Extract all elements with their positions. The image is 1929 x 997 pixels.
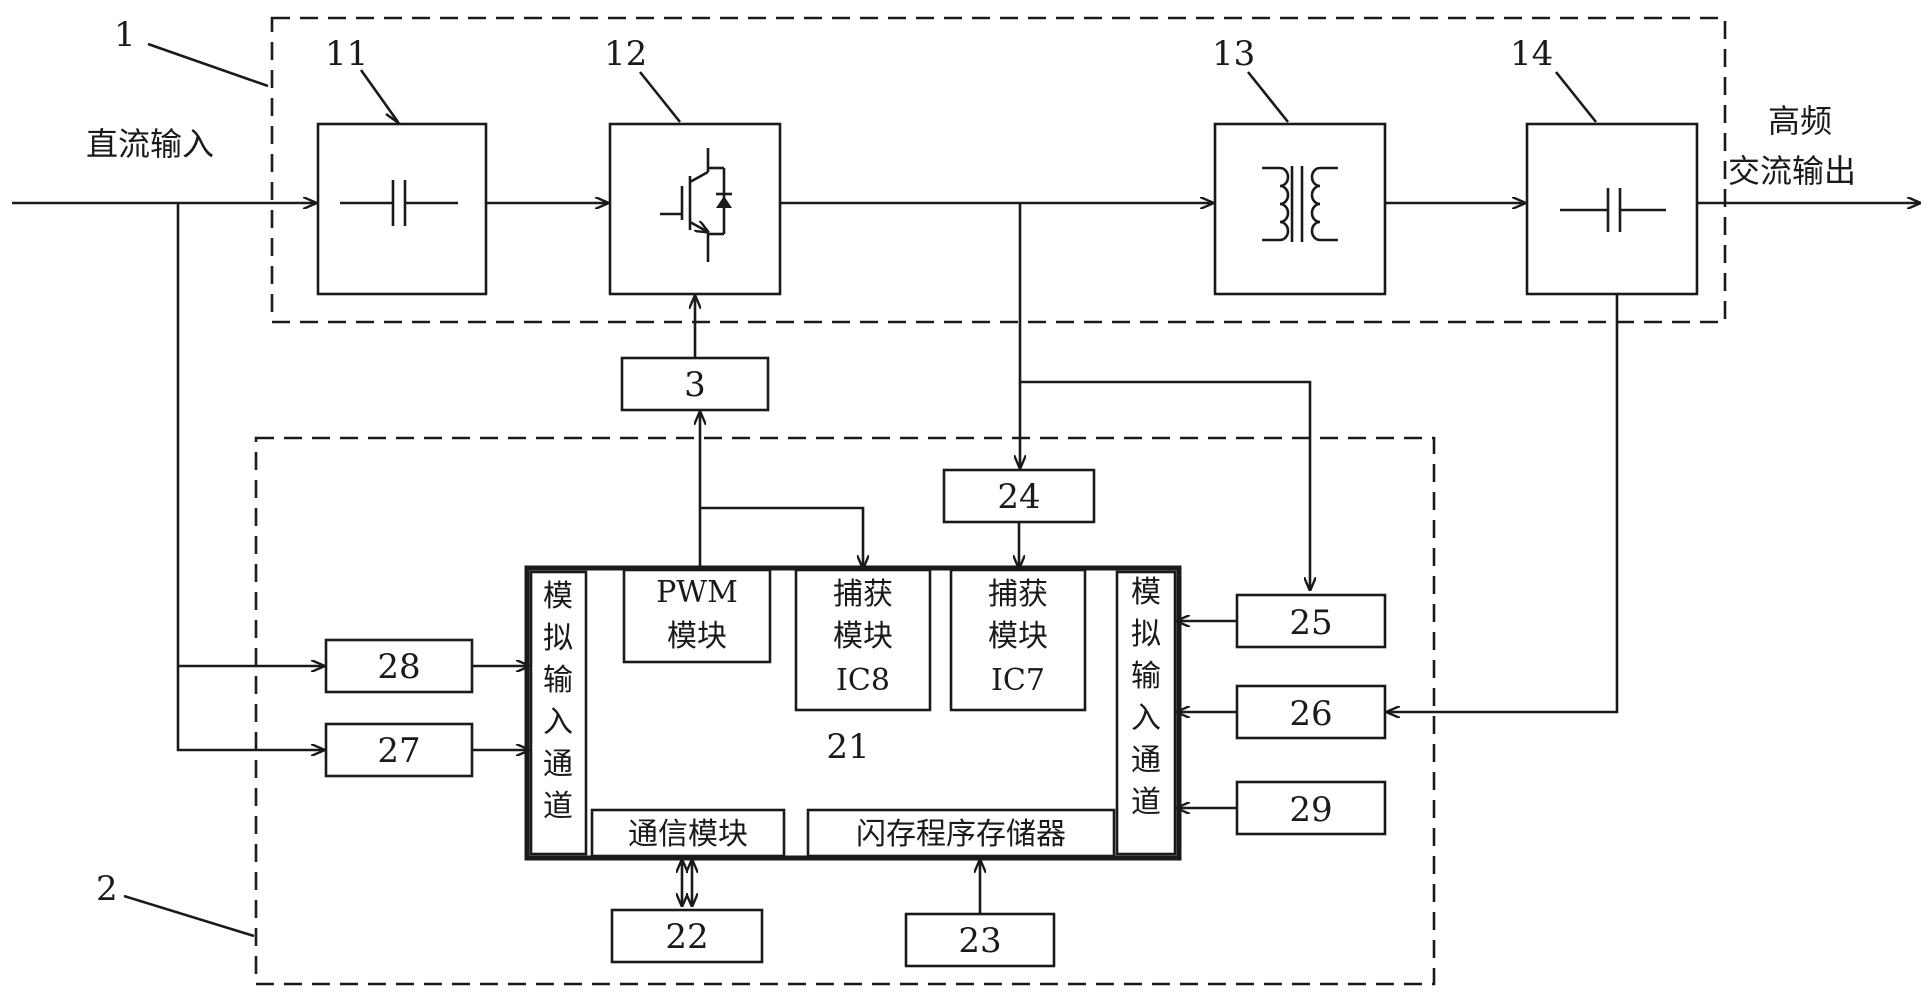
analog-input-left	[529, 570, 588, 856]
pwm-module	[622, 568, 772, 664]
hf-output-label-2: 交流输出	[1728, 152, 1856, 190]
cap7-label-3: IC7	[991, 663, 1045, 698]
svg-text:入: 入	[543, 705, 573, 740]
ref-14: 14	[1510, 34, 1553, 74]
group1-leader	[147, 42, 269, 88]
igbt-icon	[660, 148, 732, 262]
comm-module	[590, 808, 786, 858]
cap7-label-2: 模块	[988, 619, 1048, 654]
svg-text:模: 模	[543, 579, 573, 614]
svg-text:输: 输	[543, 663, 573, 698]
capacitor-icon	[340, 180, 458, 226]
ref-21: 21	[826, 727, 869, 767]
capture-ic7	[949, 568, 1087, 712]
ref-12: 12	[604, 34, 647, 74]
capture-ic8	[794, 568, 932, 712]
block-24	[942, 468, 1096, 524]
cap7-label-1: 捕获	[988, 577, 1048, 612]
ref-23: 23	[958, 921, 1001, 961]
group2-ref: 2	[96, 869, 118, 909]
ref-11: 11	[325, 34, 368, 74]
block-11	[316, 122, 488, 296]
flash-memory	[806, 808, 1116, 858]
ref-27: 27	[377, 731, 420, 771]
block-13	[1213, 122, 1387, 296]
ref-24: 24	[997, 477, 1040, 517]
block-23	[904, 912, 1056, 968]
cap8-label-1: 捕获	[833, 577, 893, 612]
ref-29: 29	[1289, 790, 1332, 830]
hf-output-label-1: 高频	[1768, 102, 1832, 140]
svg-text:通: 通	[543, 747, 573, 782]
block-22	[610, 908, 764, 964]
ref-26: 26	[1289, 694, 1332, 734]
dc-input-label: 直流输入	[86, 125, 214, 163]
pwm-label-2: 模块	[667, 619, 727, 654]
comm-label: 通信模块	[628, 817, 748, 852]
control-group	[254, 436, 1436, 986]
svg-text:拟: 拟	[543, 621, 573, 656]
svg-text:输: 输	[1131, 659, 1161, 694]
analog-input-right-label: 模 拟 输 入 通 道	[1131, 575, 1161, 820]
cap8-label-3: IC8	[836, 663, 890, 698]
wire-14-26	[1387, 294, 1619, 712]
wire-dc-27	[176, 203, 324, 750]
leader-11	[385, 112, 401, 126]
ref-22: 22	[665, 917, 708, 957]
power-stage-group	[270, 16, 1727, 324]
ref-13: 13	[1212, 34, 1255, 74]
svg-text:通: 通	[1131, 743, 1161, 778]
capacitor-icon	[1560, 188, 1666, 232]
block-27	[324, 722, 474, 778]
svg-text:模: 模	[1131, 575, 1161, 610]
leader-13	[1246, 71, 1290, 123]
block-25	[1235, 593, 1387, 649]
svg-text:道: 道	[543, 789, 573, 824]
svg-text:入: 入	[1131, 701, 1161, 736]
analog-input-left-label: 模 拟 输 入 通 道	[543, 579, 573, 824]
leader-12	[638, 71, 682, 123]
cap8-label-2: 模块	[833, 619, 893, 654]
wire-node-25	[1020, 380, 1310, 590]
svg-text:拟: 拟	[1131, 617, 1161, 652]
ref-28: 28	[377, 647, 420, 687]
wire-pwm-ic8	[700, 506, 863, 568]
block-28	[324, 638, 474, 694]
leader-14	[1554, 71, 1598, 123]
block-12	[608, 122, 782, 296]
block-14	[1525, 122, 1699, 296]
flash-label: 闪存程序存储器	[856, 817, 1066, 852]
ref-3: 3	[684, 365, 706, 405]
transformer-icon	[1262, 166, 1338, 242]
group2-leader	[123, 894, 255, 938]
analog-input-right	[1115, 570, 1177, 856]
block-29	[1235, 780, 1387, 836]
group1-ref: 1	[114, 15, 136, 55]
block-26	[1235, 684, 1387, 740]
svg-text:道: 道	[1131, 785, 1161, 820]
ref-25: 25	[1289, 603, 1332, 643]
pwm-label-1: PWM	[656, 575, 738, 610]
